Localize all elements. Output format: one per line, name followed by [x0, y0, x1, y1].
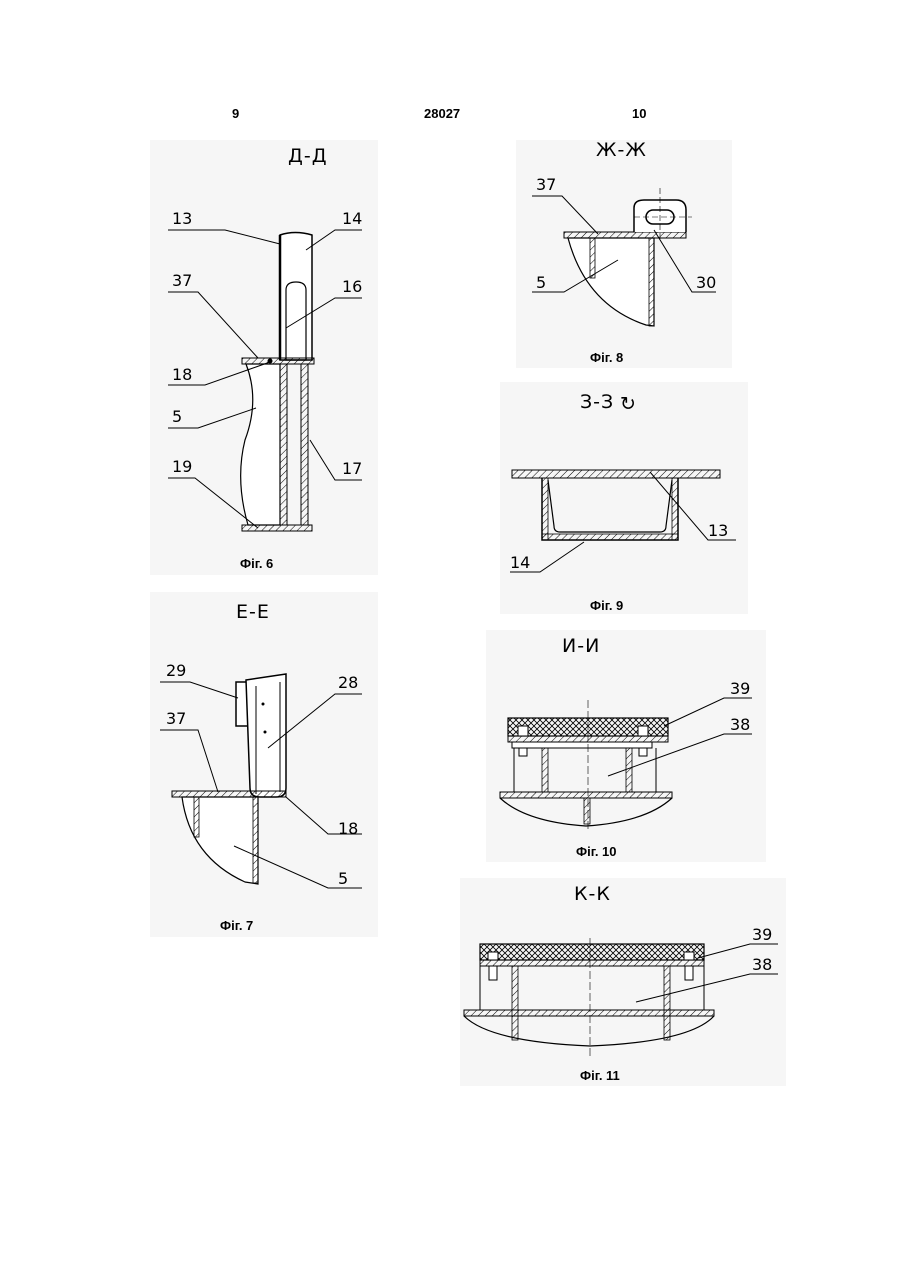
- tube-outer: [280, 233, 312, 361]
- fig8-label-5: 5: [536, 273, 546, 292]
- fig10-label-39: 39: [730, 679, 750, 698]
- fig10-label-38: 38: [730, 715, 750, 734]
- fig6-label-14: 14: [342, 209, 362, 228]
- top-plate: [512, 470, 720, 478]
- fig6-section-title: Д-Д: [288, 145, 328, 167]
- top-plate: [242, 358, 314, 364]
- fig11-label-38: 38: [752, 955, 772, 974]
- fig10-section-title: И-И: [562, 635, 600, 657]
- plate: [172, 791, 286, 797]
- fig9-label-14: 14: [510, 553, 530, 572]
- figure-6: Д-Д 13 14 16 37 18 5 19 17 Фіг. 6: [150, 140, 378, 575]
- fig6-label-18: 18: [172, 365, 192, 384]
- fig8-label-30: 30: [696, 273, 716, 292]
- figure-11: К-К 39 38 Фіг. 11: [460, 878, 786, 1086]
- blade: [182, 797, 258, 884]
- fig6-label-19: 19: [172, 457, 192, 476]
- fig6-label-5: 5: [172, 407, 182, 426]
- bottom-plate: [242, 525, 312, 531]
- plate: [564, 232, 686, 238]
- fig7-label-28: 28: [338, 673, 358, 692]
- pad-plate: [480, 960, 704, 966]
- page-number-left: 9: [232, 106, 239, 121]
- bottom-curve: [464, 1016, 714, 1046]
- fig11-label-39: 39: [752, 925, 772, 944]
- fig7-label-5: 5: [338, 869, 348, 888]
- fig8-caption: Фіг. 8: [590, 350, 623, 365]
- channel-bottom: [542, 534, 678, 540]
- fig7-label-18: 18: [338, 819, 358, 838]
- fig10-caption: Фіг. 10: [576, 844, 617, 859]
- fig9-caption: Фіг. 9: [590, 598, 623, 613]
- fig7-label-37: 37: [166, 709, 186, 728]
- figure-7: Е-Е 29 28 37 18 5 Фіг. 7: [150, 592, 378, 937]
- lower-web-left: [280, 364, 287, 525]
- figure-10: И-И 39 38 Фіг. 10: [486, 630, 766, 862]
- fig7-label-29: 29: [166, 661, 186, 680]
- fig6-label-16: 16: [342, 277, 362, 296]
- page-number-right: 10: [632, 106, 646, 121]
- fig8-section-title: Ж-Ж: [596, 139, 647, 161]
- rotation-icon: ↻: [620, 393, 637, 415]
- fig11-section-title: К-К: [574, 883, 611, 905]
- figure-8: Ж-Ж 37 5 30 Фіг. 8: [516, 140, 732, 368]
- fig6-label-17: 17: [342, 459, 362, 478]
- blade-body: [241, 364, 280, 525]
- fig6-label-13: 13: [172, 209, 192, 228]
- patent-number: 28027: [424, 106, 460, 121]
- inner-profile: [548, 480, 672, 532]
- lower-web-right: [301, 364, 308, 525]
- fig6-caption: Фіг. 6: [240, 556, 273, 571]
- pad-39: [480, 944, 704, 960]
- fig9-section-title: З-З: [580, 391, 614, 413]
- fig8-label-37: 37: [536, 175, 556, 194]
- fig7-section-title: Е-Е: [236, 601, 270, 623]
- fig11-caption: Фіг. 11: [580, 1068, 620, 1083]
- fig9-label-13: 13: [708, 521, 728, 540]
- figure-9: З-З ↻ 13 14 Фіг. 9: [500, 382, 748, 614]
- fig7-caption: Фіг. 7: [220, 918, 253, 933]
- fig6-label-37: 37: [172, 271, 192, 290]
